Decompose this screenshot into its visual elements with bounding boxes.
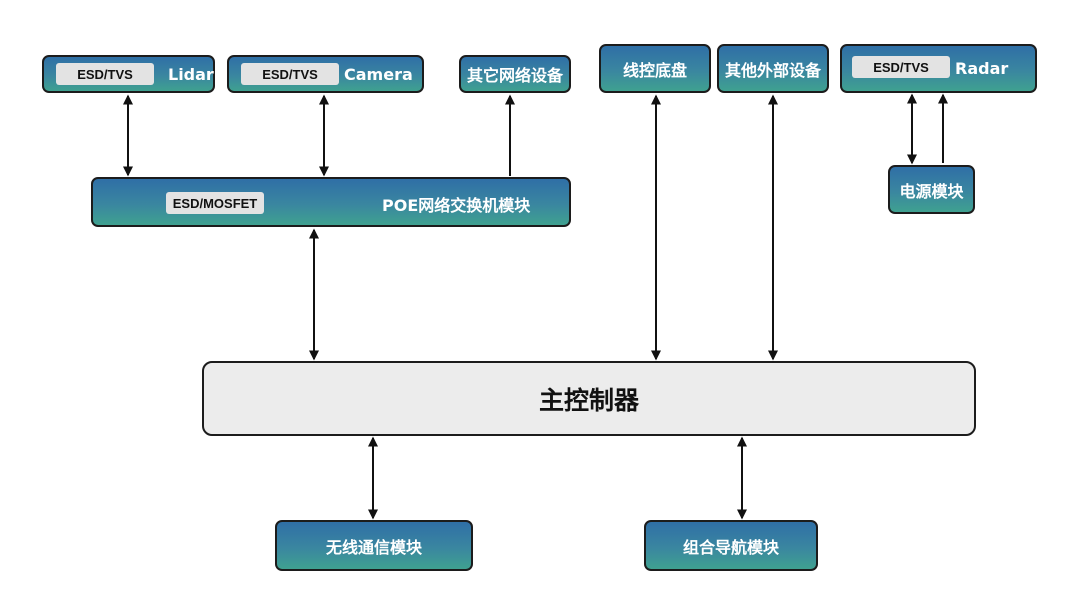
other-network-label: 其它网络设备 (466, 66, 563, 85)
camera-node: ESD/TVS Camera (227, 55, 424, 93)
radar-node: ESD/TVS Radar (840, 44, 1037, 93)
lidar-label: Lidar (168, 65, 214, 84)
power-node: 电源模块 (888, 165, 975, 214)
other-external-node: 其他外部设备 (717, 44, 829, 93)
integrated-nav-label: 组合导航模块 (682, 537, 779, 557)
power-label: 电源模块 (899, 181, 964, 201)
poe-protection-tag: ESD/MOSFET (166, 192, 264, 214)
wireless-label: 无线通信模块 (325, 537, 422, 557)
radar-label: Radar (955, 59, 1009, 78)
lidar-protection-tag: ESD/TVS (56, 63, 154, 85)
poe-switch-node: ESD/MOSFET POE网络交换机模块 (91, 177, 571, 227)
camera-label: Camera (344, 65, 413, 84)
poe-switch-label: POE网络交换机模块 (382, 196, 531, 215)
camera-protection-tag: ESD/TVS (241, 63, 339, 85)
lidar-node: ESD/TVS Lidar (42, 55, 215, 93)
wireless-node: 无线通信模块 (275, 520, 473, 571)
other-external-label: 其他外部设备 (724, 60, 821, 80)
other-network-node: 其它网络设备 (459, 55, 571, 93)
main-controller-node: 主控制器 (202, 361, 976, 436)
main-controller-label: 主控制器 (538, 385, 639, 415)
integrated-nav-node: 组合导航模块 (644, 520, 818, 571)
radar-protection-tag: ESD/TVS (852, 56, 950, 78)
wire-chassis-label: 线控底盘 (622, 60, 687, 80)
wire-chassis-node: 线控底盘 (599, 44, 711, 93)
